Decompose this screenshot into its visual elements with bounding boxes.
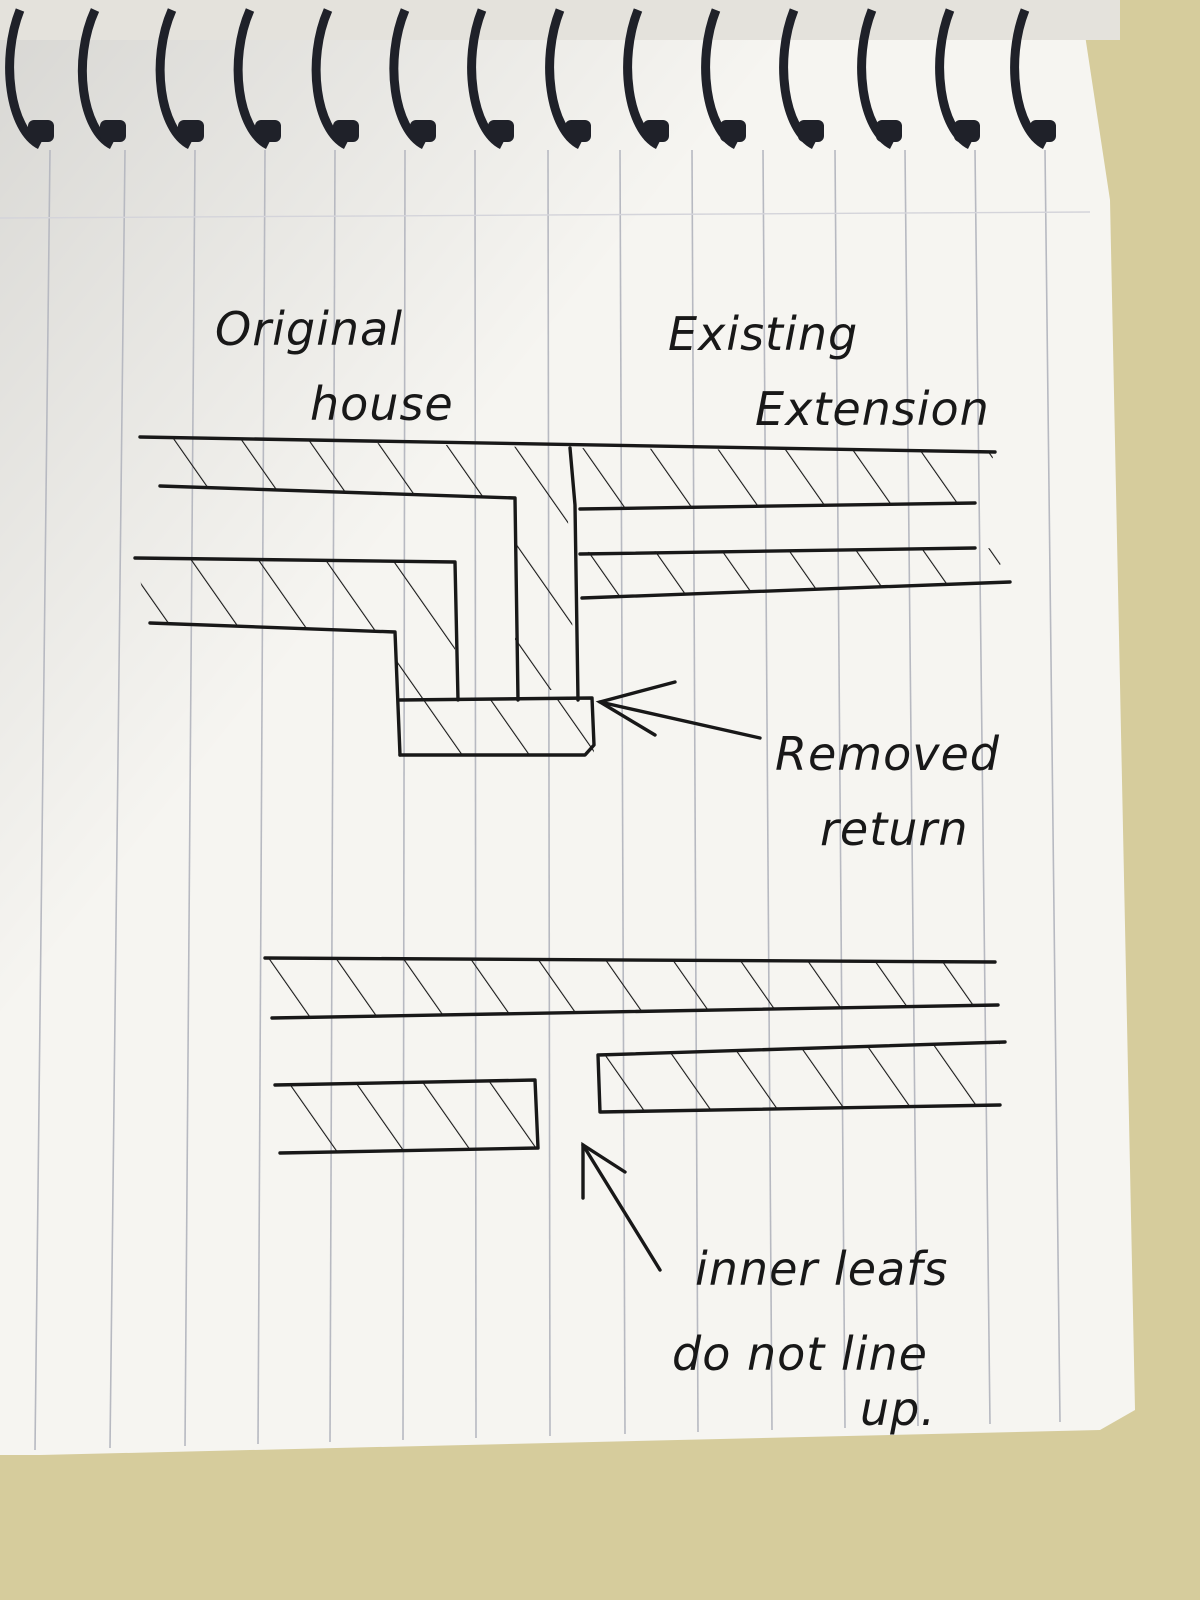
continuous-outer-leaf [265, 958, 998, 1018]
extension-inner-leaf-faces [578, 546, 1012, 600]
label-inner-leafs-1: inner leafs [695, 1242, 948, 1296]
label-existing-extension-1: Existing [668, 307, 858, 361]
removed-return-outline [398, 696, 596, 757]
arrow-removed-return [595, 680, 762, 740]
spiral-holes [28, 120, 1056, 142]
wall-plan-top: Original house Existing Extension Remove… [133, 302, 1012, 856]
extension-inner-leaf-outline [596, 1040, 1007, 1114]
original-inner-leaf [135, 558, 455, 700]
ruled-lines [34, 149, 1061, 1451]
extension-outer-inner-face [578, 501, 977, 511]
original-outer-leaf [140, 437, 575, 690]
house-inner-leaf-outline [273, 1078, 540, 1155]
header-rule [0, 211, 1091, 219]
extension-inner-leaf-offset [598, 1042, 1000, 1112]
label-inner-leafs-3: up. [860, 1382, 936, 1436]
removed-return-block [398, 698, 594, 755]
original-inner-leaf-faces [133, 556, 460, 757]
top-wall-line [138, 435, 997, 454]
label-original-house-2: house [310, 377, 454, 431]
extension-outer-leaf [570, 448, 995, 508]
party-junction-line [568, 446, 580, 702]
arrow-inner-leafs [581, 1141, 662, 1272]
house-inner-leaf [278, 1080, 538, 1153]
original-outer-leaf-inner-face [158, 484, 520, 702]
outer-leaf-face-bottom [270, 1003, 1000, 1020]
label-existing-extension-2: Extension [755, 382, 990, 436]
label-removed-return-2: return [820, 802, 968, 856]
outer-leaf-face-top [263, 956, 997, 964]
label-inner-leafs-2: do not line [672, 1327, 928, 1381]
label-original-house-1: Original [215, 302, 403, 356]
wall-plan-bottom: inner leafs do not line up. [263, 956, 1007, 1436]
extension-inner-leaf [580, 548, 1010, 598]
label-removed-return-1: Removed [775, 727, 1000, 781]
